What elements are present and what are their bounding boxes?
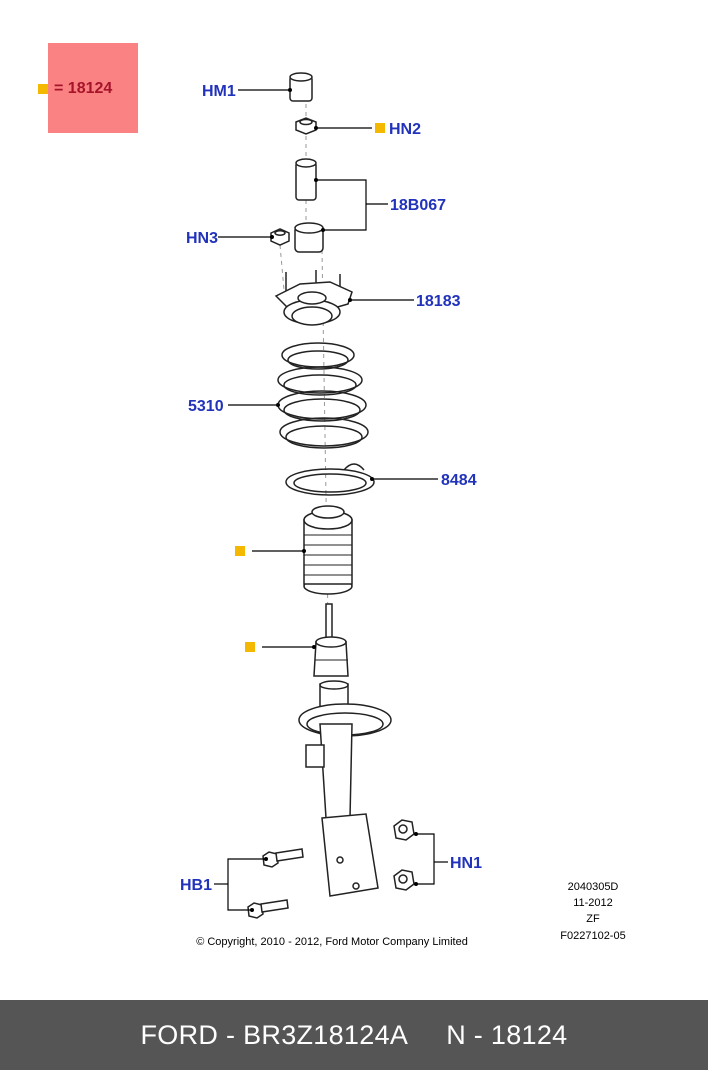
hm1-cap-icon: [289, 72, 313, 102]
bushing-upper-icon: [295, 158, 317, 201]
footer-part-number: FORD - BR3Z18124A: [140, 1019, 409, 1050]
legend-text: = 18124: [54, 80, 112, 97]
coil-spring-icon: [277, 342, 369, 449]
label-5310: 5310: [188, 398, 224, 415]
hn1-nuts-icon: [393, 819, 415, 891]
label-hn3: HN3: [186, 230, 218, 247]
label-8484: 8484: [441, 472, 477, 489]
top-mount-icon: [274, 270, 353, 326]
footer-reference: N - 18124: [446, 1019, 568, 1050]
info-line-2: 11-2012: [573, 897, 613, 909]
marker-bumpstop-icon: [245, 642, 255, 652]
footer-bar: FORD - BR3Z18124A N - 18124: [0, 1000, 708, 1070]
label-18b067: 18B067: [390, 197, 446, 214]
strut-body-icon: [298, 680, 392, 897]
bump-stop-icon: [313, 603, 349, 677]
hn2-nut-icon: [295, 117, 317, 135]
label-hn1: HN1: [450, 855, 482, 872]
label-18183: 18183: [416, 293, 461, 310]
info-line-4: F0227102-05: [560, 930, 625, 942]
spring-insulator-icon: [285, 463, 375, 496]
bushing-lower-icon: [294, 222, 324, 253]
label-hn2: HN2: [389, 121, 421, 138]
marker-boot-icon: [235, 546, 245, 556]
leader-dots: [250, 88, 418, 912]
dust-boot-icon: [303, 505, 353, 595]
hb1-bolts-icon: [247, 848, 304, 919]
hn3-nut-icon: [270, 228, 290, 246]
legend-marker-icon: [38, 84, 48, 94]
copyright-text: © Copyright, 2010 - 2012, Ford Motor Com…: [196, 936, 468, 948]
label-hb1: HB1: [180, 877, 212, 894]
marker-hn2-icon: [375, 123, 385, 133]
label-hm1: HM1: [202, 83, 236, 100]
info-line-3: ZF: [586, 913, 600, 925]
info-line-1: 2040305D: [568, 881, 619, 893]
strut-exploded-diagram: = 18124: [38, 43, 626, 948]
leader-lines: [214, 89, 448, 911]
legend-highlight-box: [48, 43, 138, 133]
